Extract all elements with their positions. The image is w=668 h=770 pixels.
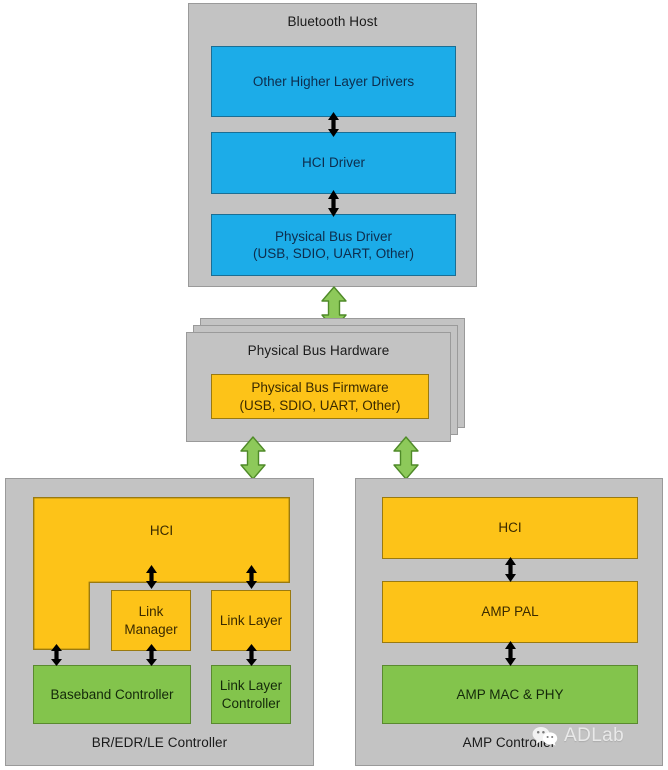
arrow-bus-hardware-to-bredr-controller [239, 436, 267, 480]
arrow-link-manager-to-baseband-controller [145, 644, 158, 666]
bluetooth-host-title: Bluetooth Host [287, 14, 378, 29]
bus-hardware-panel: Physical Bus Hardware Physical Bus Firmw… [186, 332, 451, 442]
block-physical-bus-driver: Physical Bus Driver (USB, SDIO, UART, Ot… [211, 214, 456, 276]
wechat-icon [532, 726, 558, 746]
bredr-le-controller-panel: HCI Link Manager Link Layer Baseband Con… [5, 478, 314, 766]
block-link-manager: Link Manager [111, 590, 191, 651]
bluetooth-host-panel: Bluetooth Host Other Higher Layer Driver… [188, 3, 477, 287]
block-hci-driver: HCI Driver [211, 132, 456, 194]
block-other-higher-layer-drivers: Other Higher Layer Drivers [211, 46, 456, 117]
arrow-hci-to-baseband-controller [50, 644, 63, 666]
block-hci-bredr-label: HCI [149, 523, 174, 538]
amp-controller-panel: HCI AMP PAL AMP MAC & PHY AMP Controller [355, 478, 663, 766]
block-physical-bus-firmware: Physical Bus Firmware (USB, SDIO, UART, … [211, 374, 429, 419]
arrow-amp-pal-to-amp-mac-phy [504, 641, 517, 666]
arrow-link-layer-to-link-layer-controller [245, 644, 258, 666]
block-link-layer: Link Layer [211, 590, 291, 651]
arrow-other-drivers-to-hci-driver [327, 112, 340, 137]
arrow-hci-to-link-layer [245, 565, 258, 589]
block-link-layer-controller: Link Layer Controller [211, 665, 291, 724]
arrow-bus-hardware-to-amp-controller [392, 436, 420, 480]
bus-hardware-title: Physical Bus Hardware [247, 343, 390, 358]
block-baseband-controller: Baseband Controller [33, 665, 191, 724]
block-hci-bredr: HCI [33, 497, 290, 650]
block-amp-pal: AMP PAL [382, 581, 638, 643]
arrow-hci-to-amp-pal [504, 557, 517, 582]
watermark-label: ADLab [564, 725, 625, 746]
bredr-le-controller-title: BR/EDR/LE Controller [91, 735, 228, 750]
arrow-hci-to-link-manager [145, 565, 158, 589]
block-amp-mac-phy: AMP MAC & PHY [382, 665, 638, 724]
arrow-hci-driver-to-physical-bus-driver [327, 190, 340, 217]
watermark: ADLab [532, 725, 624, 747]
block-hci-amp: HCI [382, 497, 638, 559]
